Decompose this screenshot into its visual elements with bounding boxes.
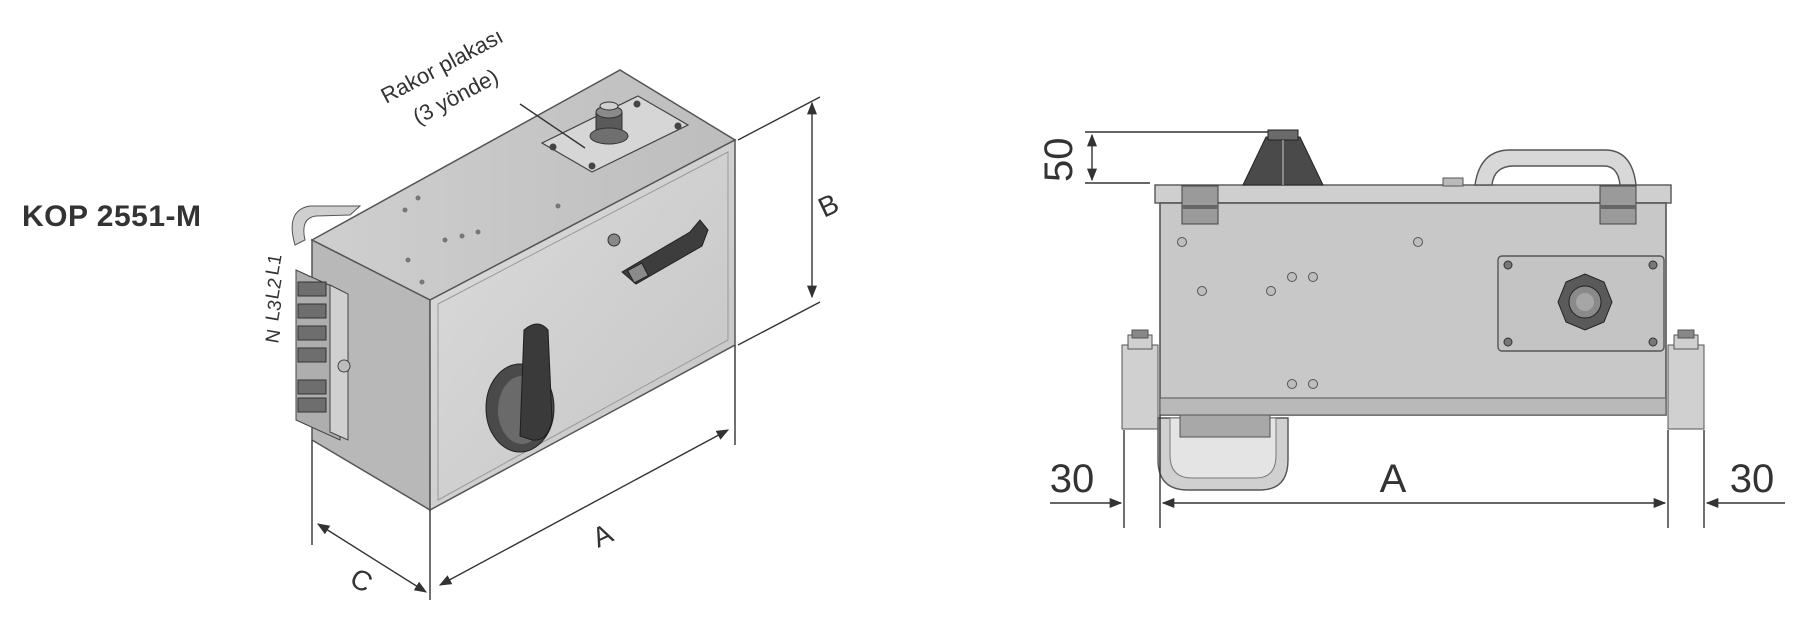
lid-strip [1154,184,1672,204]
terminal-label-l1: L1 [262,252,286,276]
dim-a-iso-label: A [587,517,617,553]
bracket-right-icon [1667,329,1705,430]
dim-30-left-label: 30 [1050,457,1095,501]
dim-b-label: B [813,187,843,223]
dim-a-front-label: A [1380,457,1407,501]
top-gland-icon [1242,129,1324,186]
terminal-label-l2: L2 [262,276,286,300]
dim-30-right-label: 30 [1730,457,1775,501]
terminal-label-n: N [262,328,285,345]
dim-c-label: C [345,562,377,599]
dim-c-line [316,523,428,593]
door-lock-icon [607,233,621,247]
isometric-view: L1 L2 L3 N Rakor plakası (3 yönde) B A C [262,23,843,600]
dim-50-label: 50 [1037,138,1081,183]
terminal-label-l3: L3 [262,298,286,322]
dim-a-line [438,429,730,586]
front-gland-icon [1557,273,1613,331]
front-view: 50 A 30 30 [1037,129,1785,528]
model-title: KOP 2551-M [22,200,202,233]
terminal-block [295,269,351,441]
callout-leader [519,103,586,149]
rear-handle-icon [1474,149,1637,186]
bracket-left-icon [1121,329,1159,430]
cable-gland-icon [589,101,629,145]
bottom-handle-icon [1157,414,1289,491]
